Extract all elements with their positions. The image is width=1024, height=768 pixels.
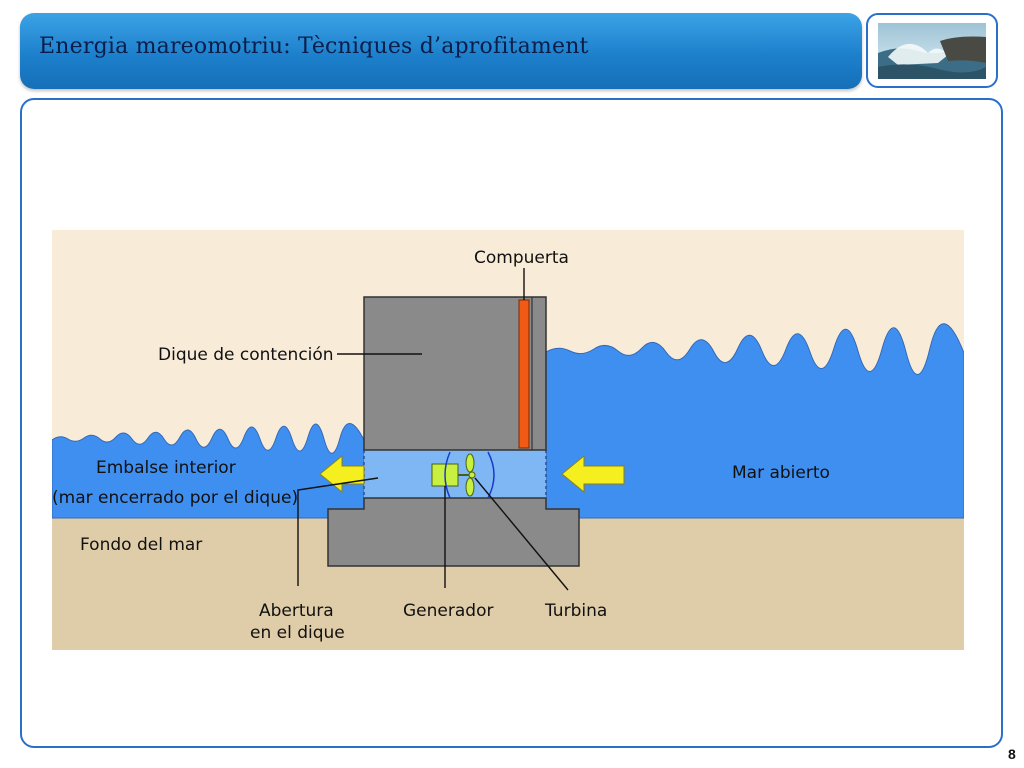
turbine-unit (444, 451, 495, 499)
open-sea-water (545, 323, 964, 519)
flow-arrow-left (319, 454, 365, 494)
dam-base (327, 497, 580, 567)
label-abertura-2: en el dique (250, 623, 345, 643)
label-generador: Generador (403, 601, 493, 621)
tidal-dam-diagram: Compuerta Dique de contención Embalse in… (52, 230, 964, 650)
thumbnail-frame (866, 13, 998, 88)
flow-arrow-right (561, 454, 625, 494)
page-number: 8 (1008, 746, 1016, 762)
label-compuerta: Compuerta (474, 248, 569, 268)
dam-block (363, 296, 547, 451)
label-embalse-1: Embalse interior (96, 458, 236, 478)
ocean-wave-thumbnail (878, 23, 986, 79)
slide-title: Energia mareomotriu: Tècniques d’aprofit… (39, 34, 589, 59)
label-abertura-1: Abertura (259, 601, 334, 621)
label-embalse-2: (mar encerrado por el dique) (52, 488, 298, 508)
label-fondo: Fondo del mar (80, 535, 202, 555)
inner-reservoir-water (52, 423, 365, 519)
sluice-gate (518, 299, 530, 449)
label-dique: Dique de contención (158, 345, 334, 365)
title-bar: Energia mareomotriu: Tècniques d’aprofit… (20, 13, 862, 89)
label-turbina: Turbina (544, 601, 607, 621)
label-mar-abierto: Mar abierto (732, 463, 830, 483)
